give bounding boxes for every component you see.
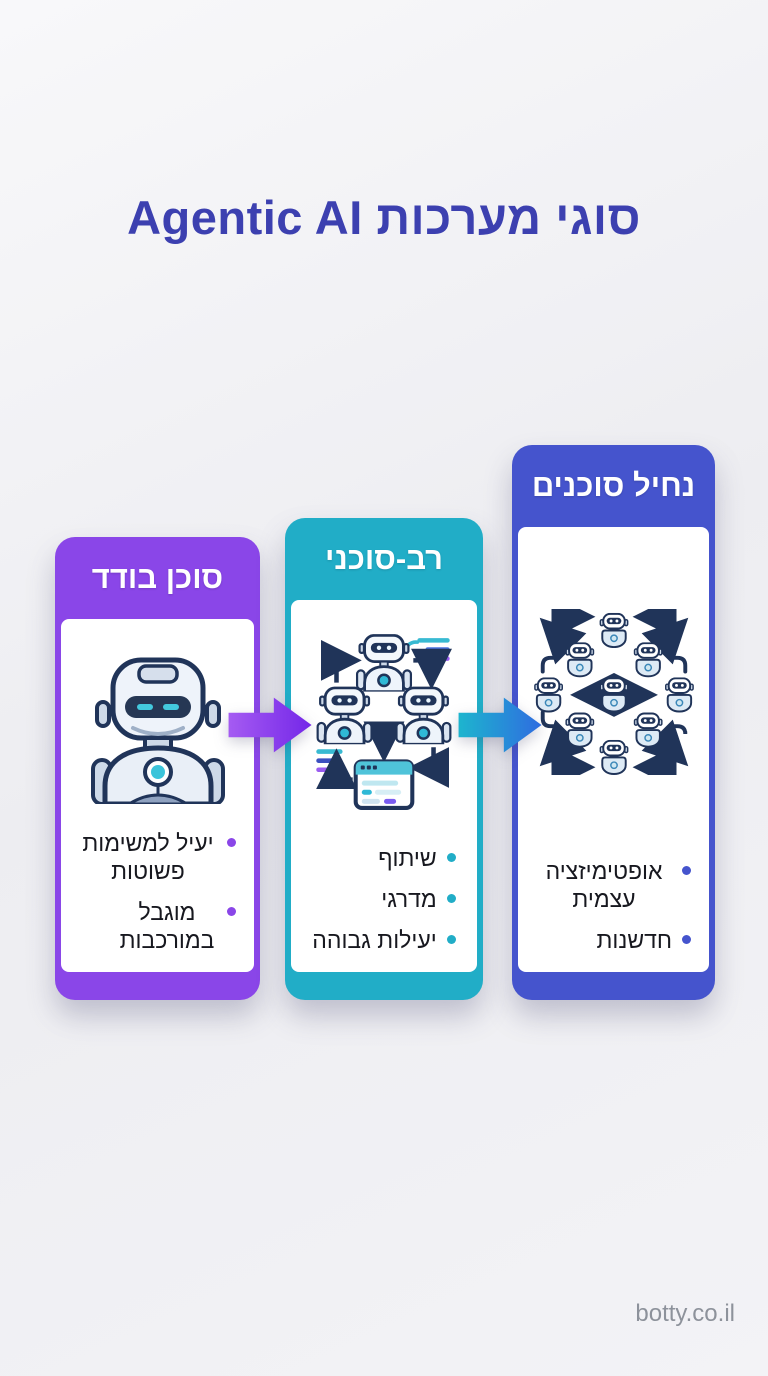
bullet-dot (227, 906, 236, 916)
list-item: יעילות גבוהה (312, 926, 456, 954)
bullet-list: אופטימיזציה עצמית חדשנות (518, 857, 709, 972)
browser-window (353, 759, 415, 811)
list-item: שיתוף (378, 844, 456, 872)
bullet-dot (446, 852, 456, 862)
card-multi-agent: רב-סוכני (285, 518, 483, 1000)
card-single-agent: סוכן בודד (55, 537, 260, 1000)
flow-arrow-multi-to-swarm (458, 697, 542, 753)
bullet-list: יעיל למשימות פשוטות מוגבל במורכבות (61, 829, 254, 972)
bullet-list: שיתוף מדרגי יעילות גבוהה (294, 844, 473, 972)
page-title: סוגי מערכות Agentic AI (127, 191, 641, 244)
single-robot-icon (61, 619, 254, 829)
robot-swarm-icon (518, 527, 709, 857)
card-title: סוכן בודד (91, 560, 224, 595)
bullet-dot (446, 934, 456, 944)
flow-arrow-single-to-multi (228, 697, 312, 753)
card-body: אופטימיזציה עצמית חדשנות (518, 527, 709, 972)
bullet-dot (227, 837, 236, 847)
card-body: שיתוף מדרגי יעילות גבוהה (291, 600, 477, 972)
card-title: רב-סוכני (325, 541, 443, 576)
list-item: חדשנות (597, 926, 691, 954)
card-agent-swarm: נחיל סוכנים (512, 445, 715, 1000)
list-item: יעיל למשימות פשוטות (79, 829, 236, 885)
list-item: אופטימיזציה עצמית (536, 857, 691, 913)
multi-agent-robots-icon (291, 600, 477, 844)
bullet-dot (682, 865, 691, 875)
list-item: מדרגי (381, 885, 456, 913)
bullet-dot (682, 934, 691, 944)
list-item: מוגבל במורכבות (117, 898, 236, 954)
bullet-dot (446, 893, 456, 903)
card-title: נחיל סוכנים (531, 468, 696, 503)
card-body: יעיל למשימות פשוטות מוגבל במורכבות (61, 619, 254, 972)
watermark: botty.co.il (635, 1300, 735, 1327)
